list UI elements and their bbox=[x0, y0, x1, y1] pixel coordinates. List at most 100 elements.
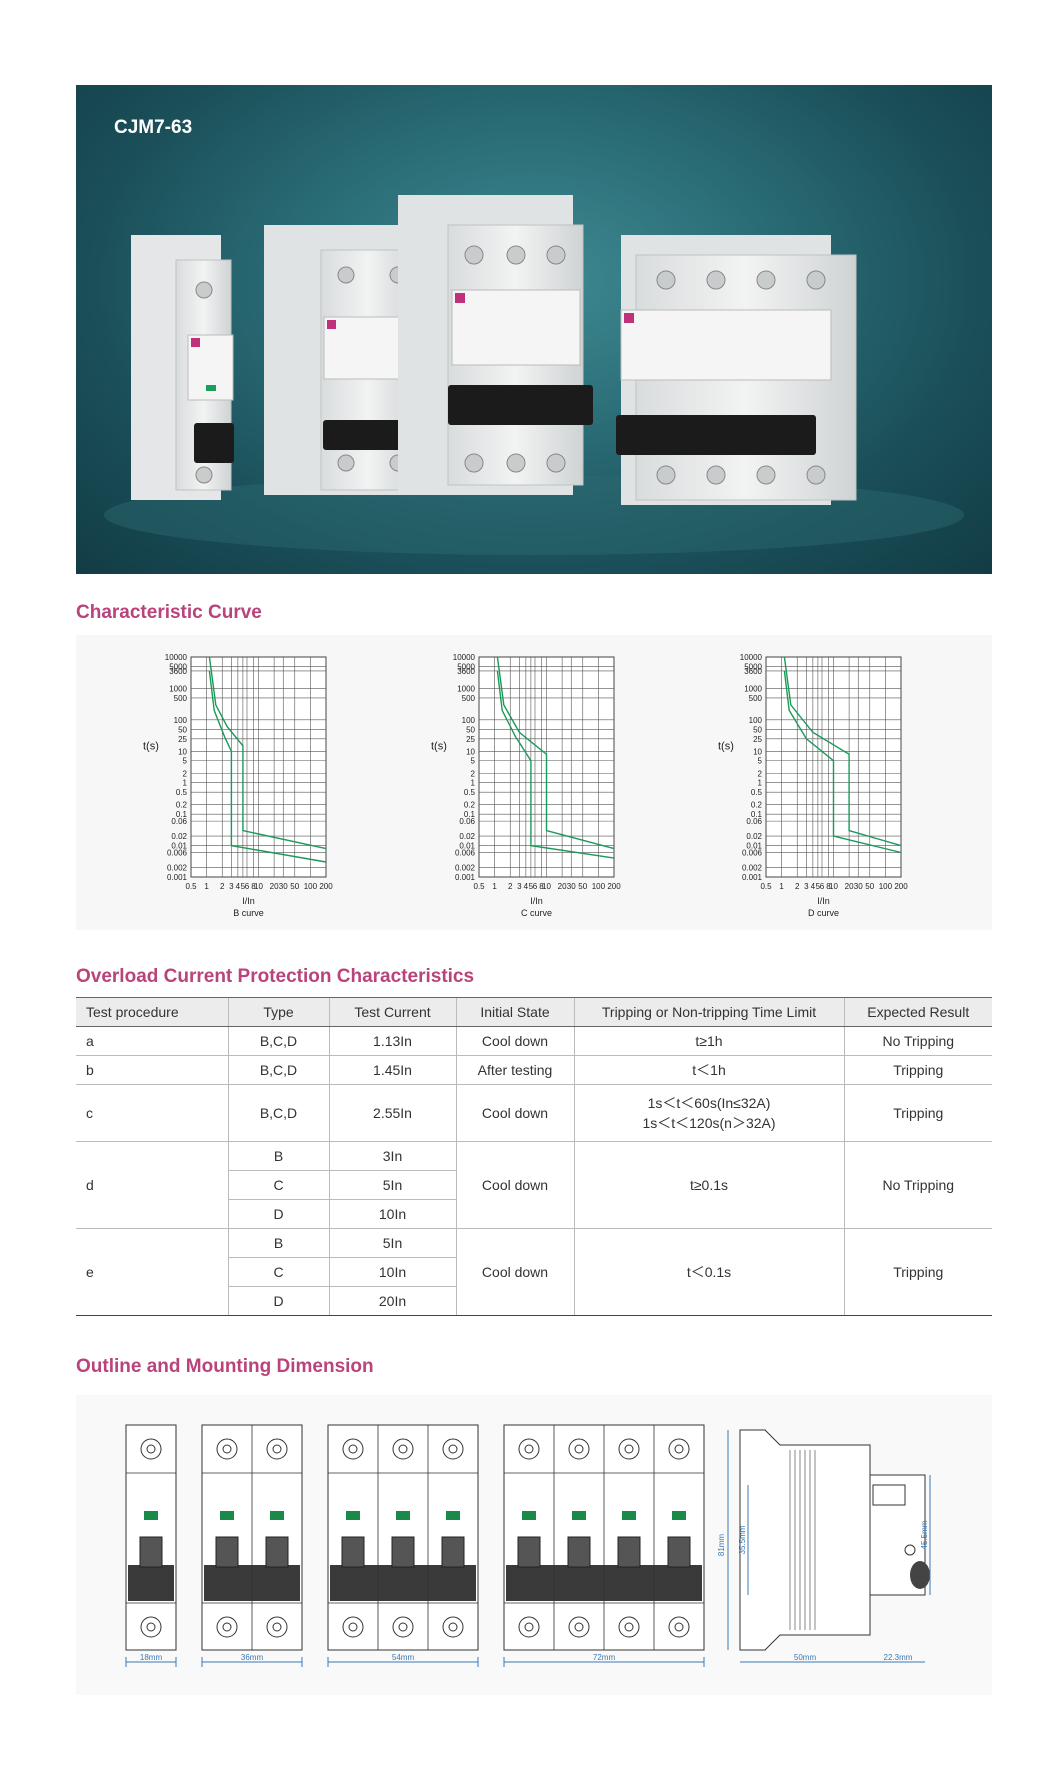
x-tick-label: 4 bbox=[236, 882, 241, 891]
x-tick-label: 100 bbox=[592, 882, 606, 891]
table-header-row: Test procedure Type Test Current Initial… bbox=[76, 997, 992, 1027]
toggle-bar bbox=[128, 1565, 174, 1601]
cell-current: 10In bbox=[328, 1199, 456, 1229]
y-tick-label: 5 bbox=[471, 757, 476, 766]
front-height-label: 45.5mm bbox=[920, 1520, 929, 1549]
d-curve-chart: 100005000360010005001005025105210.50.20.… bbox=[718, 653, 908, 918]
cell-result: No Tripping bbox=[843, 1141, 992, 1229]
y-tick-label: 100 bbox=[749, 716, 763, 725]
x-tick-label: 8 bbox=[251, 882, 256, 891]
y-tick-label: 0.2 bbox=[751, 801, 763, 810]
y-tick-label: 2 bbox=[758, 769, 763, 778]
width-label: 54mm bbox=[392, 1653, 415, 1662]
toggle-handle bbox=[341, 1536, 365, 1568]
x-tick-label: 0.5 bbox=[760, 882, 772, 891]
y-tick-label: 0.02 bbox=[746, 832, 762, 841]
header-test-procedure: Test procedure bbox=[76, 997, 228, 1027]
y-tick-label: 0.06 bbox=[746, 817, 762, 826]
y-tick-label: 0.2 bbox=[176, 801, 188, 810]
cell-state: Cool down bbox=[455, 1026, 574, 1056]
terminal-screw-icon bbox=[518, 1438, 540, 1460]
y-tick-label: 0.002 bbox=[167, 864, 188, 873]
terminal-screw-icon bbox=[342, 1616, 364, 1638]
screw-head bbox=[146, 1444, 156, 1454]
y-tick-label: 0.001 bbox=[455, 873, 476, 882]
screw-head bbox=[272, 1622, 282, 1632]
x-axis-label: I/In bbox=[817, 896, 830, 906]
cell-limit: t≥1h bbox=[573, 1026, 844, 1056]
y-tick-label: 10000 bbox=[740, 653, 763, 662]
screw-head bbox=[674, 1444, 684, 1454]
y-tick-label: 10 bbox=[753, 747, 762, 756]
y-tick-label: 500 bbox=[749, 694, 763, 703]
cell-result: No Tripping bbox=[843, 1026, 992, 1056]
y-tick-label: 0.002 bbox=[742, 864, 763, 873]
x-tick-label: 6 bbox=[820, 882, 825, 891]
y-tick-label: 0.1 bbox=[751, 810, 763, 819]
cell-type: C bbox=[227, 1170, 329, 1200]
table-row: e B 5In Cool down t＜0.1s Tripping bbox=[76, 1228, 992, 1316]
y-tick-label: 2 bbox=[183, 769, 188, 778]
terminal-screw-icon bbox=[442, 1438, 464, 1460]
x-tick-label: 200 bbox=[319, 882, 333, 891]
y-tick-label: 1 bbox=[758, 779, 763, 788]
x-tick-label: 20 bbox=[270, 882, 279, 891]
screw-head bbox=[574, 1444, 584, 1454]
y-tick-label: 0.006 bbox=[167, 849, 188, 858]
curve-name: B curve bbox=[233, 908, 264, 918]
cell-proc: b bbox=[76, 1055, 228, 1085]
y-tick-label: 0.01 bbox=[171, 842, 187, 851]
cell-proc: a bbox=[76, 1026, 228, 1056]
y-tick-label: 0.02 bbox=[459, 832, 475, 841]
screw-head bbox=[398, 1444, 408, 1454]
y-tick-label: 0.006 bbox=[455, 849, 476, 858]
status-indicator bbox=[672, 1511, 686, 1520]
terminal-screw-icon bbox=[140, 1438, 162, 1460]
trip-curve-upper bbox=[783, 656, 902, 847]
y-tick-label: 0.5 bbox=[176, 788, 188, 797]
breaker-3p bbox=[398, 195, 593, 495]
label-window bbox=[872, 1484, 906, 1506]
y-axis-label: t(s) bbox=[431, 740, 447, 752]
x-tick-label: 3 bbox=[804, 882, 809, 891]
trip-curve-upper bbox=[208, 656, 327, 850]
toggle-handle bbox=[391, 1536, 415, 1568]
x-tick-label: 2 bbox=[508, 882, 513, 891]
cell-state: Cool down bbox=[455, 1141, 574, 1229]
y-tick-label: 5000 bbox=[744, 662, 762, 671]
terminal-screw-icon bbox=[216, 1616, 238, 1638]
toggle-handle bbox=[441, 1536, 465, 1568]
screw-head bbox=[348, 1444, 358, 1454]
status-indicator bbox=[572, 1511, 586, 1520]
y-tick-label: 0.1 bbox=[464, 810, 476, 819]
screw-icon bbox=[904, 1544, 916, 1556]
x-tick-label: 5 bbox=[816, 882, 821, 891]
cell-type: D bbox=[227, 1286, 329, 1316]
table-row: C 10In bbox=[76, 1257, 992, 1287]
x-tick-label: 8 bbox=[539, 882, 544, 891]
status-indicator bbox=[220, 1511, 234, 1520]
cell-limit: 1s＜t＜60s(In≤32A) 1s＜t＜120s(n＞32A) bbox=[573, 1084, 844, 1142]
y-tick-label: 0.06 bbox=[171, 817, 187, 826]
table-row: D 20In bbox=[76, 1286, 992, 1316]
screw-head bbox=[524, 1444, 534, 1454]
x-tick-label: 4 bbox=[811, 882, 816, 891]
section-title-overload: Overload Current Protection Characterist… bbox=[76, 966, 475, 987]
toggle-bar bbox=[330, 1565, 476, 1601]
y-tick-label: 0.01 bbox=[459, 842, 475, 851]
front-depth-label: 22.3mm bbox=[884, 1653, 913, 1662]
trip-curve-lower bbox=[496, 670, 615, 859]
screw-head bbox=[146, 1622, 156, 1632]
y-tick-label: 0.06 bbox=[459, 817, 475, 826]
table-row: d B 3In Cool down t≥0.1s No Tripping bbox=[76, 1141, 992, 1229]
x-tick-label: 2 bbox=[220, 882, 225, 891]
cell-limit: t＜0.1s bbox=[573, 1228, 844, 1316]
screw-head bbox=[524, 1622, 534, 1632]
screw-head bbox=[674, 1622, 684, 1632]
x-tick-label: 1 bbox=[492, 882, 497, 891]
y-tick-label: 0.01 bbox=[746, 842, 762, 851]
toggle-handle bbox=[567, 1536, 591, 1568]
x-tick-label: 100 bbox=[879, 882, 893, 891]
cell-type: B,C,D bbox=[227, 1084, 329, 1142]
